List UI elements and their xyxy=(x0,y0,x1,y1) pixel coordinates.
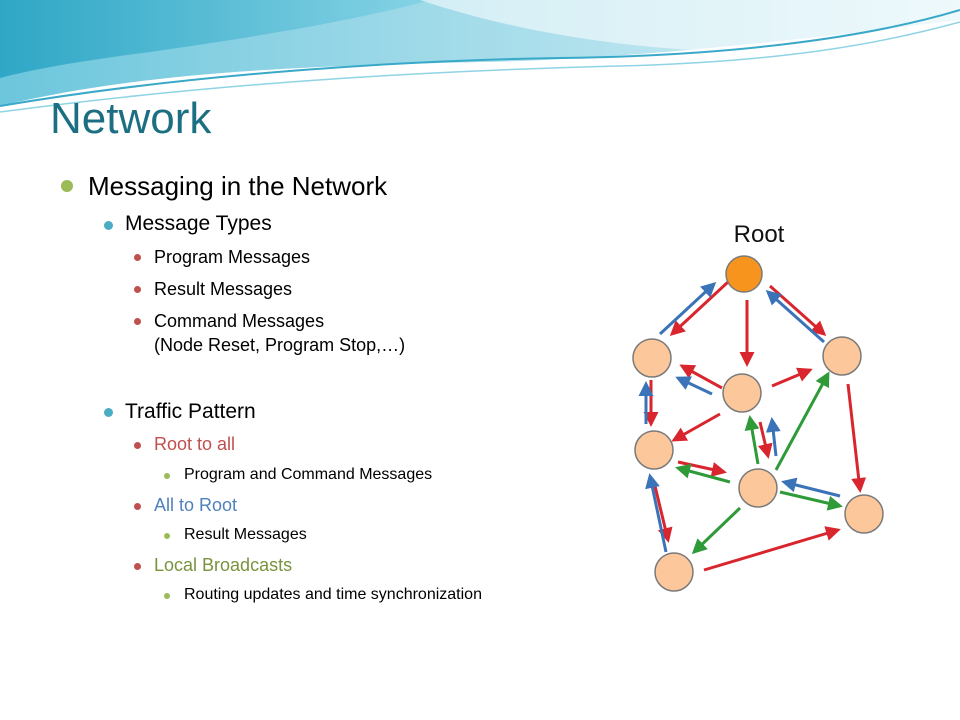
bullet-root-to-all: Root to all xyxy=(154,434,236,454)
header-wave-decoration xyxy=(0,0,960,113)
root-to-all-arrows xyxy=(643,280,867,572)
arrow-f-to-e xyxy=(781,477,841,498)
arrow-e-to-b-green xyxy=(744,415,760,465)
arrow-c-to-f xyxy=(846,383,867,493)
bullet-program-messages: Program Messages xyxy=(154,247,311,267)
bullet-lvl1-dot xyxy=(61,180,73,192)
bullet-all-to-root: All to Root xyxy=(154,495,238,515)
node-a xyxy=(632,338,672,378)
bullet-lvl4-dot xyxy=(164,473,170,479)
arrow-d-to-e xyxy=(677,460,727,477)
bullet-lvl4-dot xyxy=(164,533,170,539)
arrow-g-to-f xyxy=(703,526,841,572)
arrow-root-to-c xyxy=(769,284,827,336)
arrow-e-to-d xyxy=(675,463,731,484)
arrow-b-to-a-blue xyxy=(675,376,713,396)
bullet-messaging-in-the-network: Messaging in the Network xyxy=(88,171,388,201)
bullet-lvl3-dot xyxy=(134,286,141,293)
node-c xyxy=(822,336,862,376)
bullet-command-messages: Command Messages xyxy=(154,311,325,331)
bullet-lvl4-dot xyxy=(164,593,170,599)
command-messages-detail: (Node Reset, Program Stop,…) xyxy=(154,335,406,355)
node-d xyxy=(634,430,674,470)
bullet-message-types: Message Types xyxy=(125,212,272,235)
arrow-b-to-d xyxy=(671,412,721,442)
arrow-e-to-b xyxy=(765,417,781,457)
arrow-e-to-c xyxy=(774,371,830,471)
bullet-lvl3-dot xyxy=(134,318,141,325)
arrow-e-to-g xyxy=(691,506,742,555)
arrow-g-to-d xyxy=(645,473,668,553)
arrow-root-to-a xyxy=(669,280,730,337)
local-broadcasts-detail: Routing updates and time synchronization xyxy=(184,586,482,603)
bullet-local-broadcasts: Local Broadcasts xyxy=(154,555,293,575)
network-nodes xyxy=(632,255,884,592)
bullet-lvl2-dot xyxy=(104,221,113,230)
bullet-lvl3-dot xyxy=(134,563,141,570)
root-node xyxy=(725,255,763,293)
arrow-d-to-g xyxy=(652,481,673,543)
node-b xyxy=(722,373,762,413)
slide-title: Network xyxy=(50,94,212,143)
node-g xyxy=(654,552,694,592)
bullet-result-messages: Result Messages xyxy=(154,279,293,299)
root-to-all-detail: Program and Command Messages xyxy=(184,466,433,483)
bullet-lvl3-dot xyxy=(134,254,141,261)
arrow-a-to-root xyxy=(658,281,717,336)
arrow-b-to-a xyxy=(679,364,723,390)
bullet-lvl3-dot xyxy=(134,503,141,510)
network-diagram: Root xyxy=(632,221,884,592)
node-e xyxy=(738,468,778,508)
arrow-b-to-e xyxy=(757,421,773,459)
all-to-root-detail: Result Messages xyxy=(184,526,307,543)
bullet-lvl3-dot xyxy=(134,442,141,449)
arrow-c-to-root xyxy=(765,290,825,344)
bullet-traffic-pattern: Traffic Pattern xyxy=(125,400,256,423)
arrow-e-to-f xyxy=(779,490,843,511)
arrow-b-to-c xyxy=(771,367,813,388)
node-f xyxy=(844,494,884,534)
local-broadcast-arrows xyxy=(675,371,843,555)
bullet-lvl2-dot xyxy=(104,408,113,417)
all-to-root-arrows xyxy=(638,281,841,553)
root-label: Root xyxy=(734,221,785,248)
